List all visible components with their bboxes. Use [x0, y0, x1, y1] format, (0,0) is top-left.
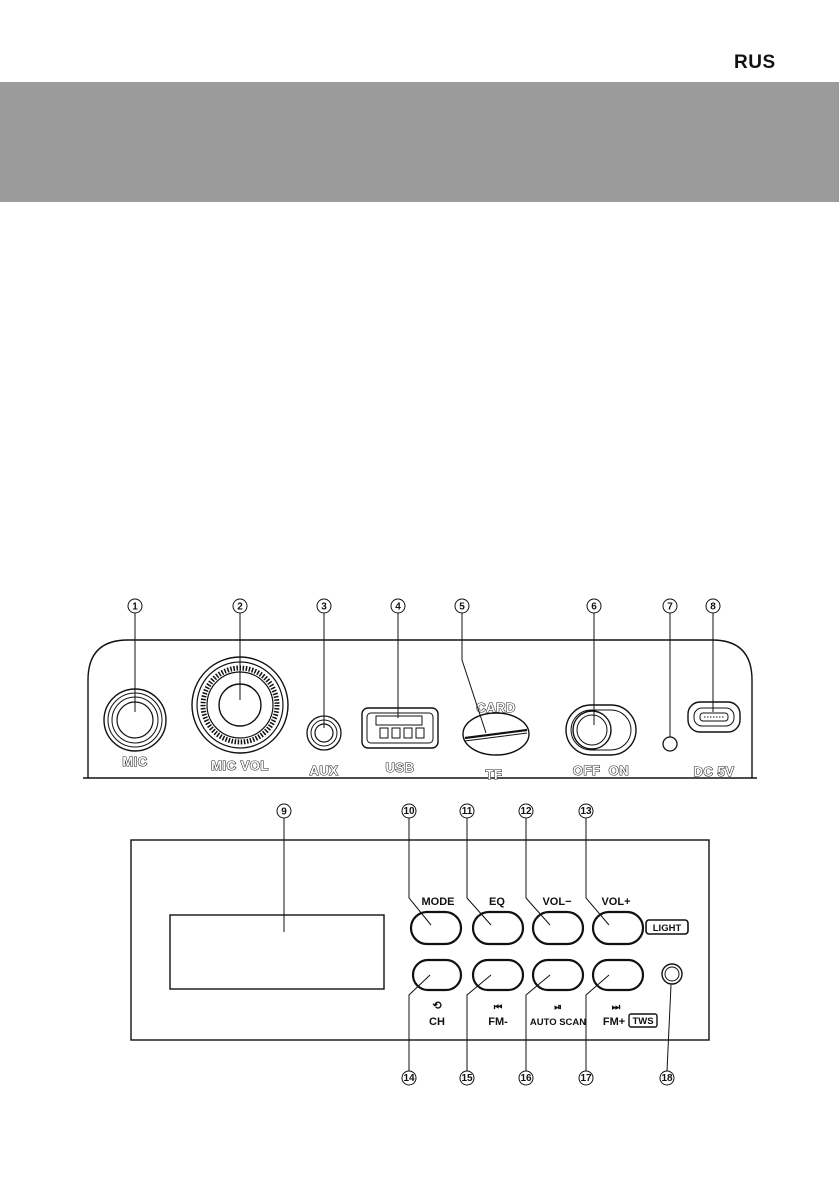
usb-label: USB: [386, 760, 415, 775]
off-on-label: OFF ON: [573, 763, 629, 778]
auto-scan-label: AUTO SCAN: [530, 1017, 586, 1028]
callout-8: 8: [705, 598, 721, 614]
button-row-top: [409, 910, 645, 946]
svg-text:18: 18: [661, 1073, 673, 1084]
front-panel: MODE EQ VOL− VOL+ LIGHT ⟲ CH ⏮ FM- ⏯ AUT…: [130, 803, 710, 1086]
tf-card-slot: [462, 712, 530, 756]
svg-text:6: 6: [591, 602, 597, 613]
mode-label: MODE: [422, 896, 455, 908]
fm-plus-label: FM+: [603, 1016, 625, 1028]
svg-text:10: 10: [403, 806, 415, 817]
ch-label: CH: [429, 1016, 445, 1028]
vol-plus-label: VOL+: [601, 896, 630, 908]
callout-13: 13: [578, 803, 594, 819]
repeat-icon: ⟲: [432, 1000, 442, 1012]
mic-vol-label: MIC VOL: [211, 758, 269, 773]
power-switch: [565, 704, 637, 756]
callout-17: 17: [578, 1070, 594, 1086]
aux-jack: [306, 715, 342, 751]
callout-18: 18: [659, 1070, 675, 1086]
svg-text:16: 16: [520, 1073, 532, 1084]
fm-plus-button[interactable]: [591, 958, 645, 992]
callout-12: 12: [518, 803, 534, 819]
svg-text:13: 13: [580, 806, 592, 817]
display-screen: [169, 914, 385, 990]
eq-label: EQ: [489, 896, 505, 908]
svg-text:4: 4: [395, 602, 401, 613]
mic-jack: [103, 688, 167, 752]
callout-5: 5: [454, 598, 470, 614]
callout-9: 9: [276, 803, 292, 819]
dc-5v-label: DC 5V: [694, 764, 735, 779]
ch-button[interactable]: [411, 958, 463, 992]
button-row-bottom: [411, 958, 645, 992]
tws-badge: [628, 1013, 658, 1028]
svg-text:1: 1: [132, 602, 138, 613]
svg-text:5: 5: [459, 602, 465, 613]
vol-minus-button[interactable]: [531, 910, 585, 946]
next-icon: ⏭: [612, 1002, 621, 1013]
play-pause-icon: ⏯: [554, 1002, 562, 1013]
aux-label: AUX: [310, 763, 339, 778]
callout-14: 14: [401, 1070, 417, 1086]
svg-text:15: 15: [461, 1073, 473, 1084]
tws-label: TWS: [632, 1016, 653, 1027]
svg-text:17: 17: [580, 1073, 592, 1084]
callout-1: 1: [127, 598, 143, 614]
usb-port: [361, 707, 439, 749]
card-label: CARD: [476, 700, 516, 715]
callout-6: 6: [586, 598, 602, 614]
mode-button[interactable]: [409, 910, 463, 946]
callout-15: 15: [459, 1070, 475, 1086]
header-band: [0, 82, 839, 202]
vol-minus-label: VOL−: [542, 896, 571, 908]
eq-button[interactable]: [471, 910, 525, 946]
svg-text:14: 14: [403, 1073, 415, 1084]
callout-11: 11: [459, 803, 475, 819]
mic-vol-knob: [191, 656, 289, 754]
auto-scan-button[interactable]: [531, 958, 585, 992]
mic-label: MIC: [122, 754, 147, 769]
vol-plus-button[interactable]: [591, 910, 645, 946]
fm-minus-label: FM-: [488, 1016, 508, 1028]
callout-3: 3: [316, 598, 332, 614]
dc-5v-port: [687, 701, 741, 733]
led-indicator: [662, 736, 678, 752]
callout-7: 7: [662, 598, 678, 614]
svg-text:3: 3: [321, 602, 327, 613]
svg-text:7: 7: [667, 602, 673, 613]
top-panel: MIC MIC VOL AUX USB CARD TF OFF ON DC 5V…: [83, 598, 757, 783]
svg-text:9: 9: [281, 807, 287, 818]
page-language-code: RUS: [734, 52, 776, 73]
callout-16: 16: [518, 1070, 534, 1086]
svg-text:8: 8: [710, 602, 716, 613]
prev-icon: ⏮: [494, 1002, 503, 1013]
callout-10: 10: [401, 803, 417, 819]
svg-text:12: 12: [520, 806, 532, 817]
tf-label: TF: [486, 767, 503, 782]
light-badge: [645, 919, 689, 935]
callout-4: 4: [390, 598, 406, 614]
fm-minus-button[interactable]: [471, 958, 525, 992]
callout-2: 2: [232, 598, 248, 614]
svg-text:2: 2: [237, 602, 243, 613]
light-label: LIGHT: [653, 923, 682, 934]
svg-text:11: 11: [462, 806, 473, 817]
